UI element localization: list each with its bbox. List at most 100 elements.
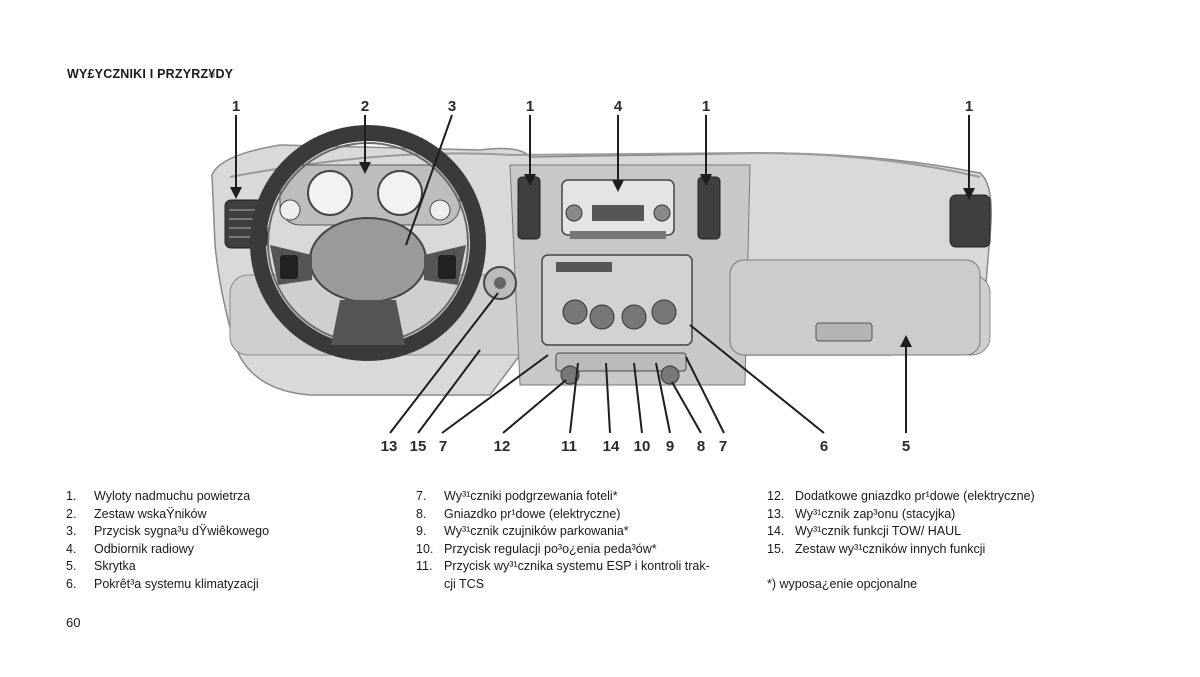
callout-arrowheads	[230, 162, 975, 347]
legend-item: 4. Odbiornik radiowy	[66, 541, 366, 559]
callout-10: 10	[634, 438, 651, 455]
steering-wheel	[250, 125, 486, 361]
legend-text: Wyloty nadmuchu powietrza	[94, 489, 251, 503]
callout-7-left: 7	[439, 438, 447, 455]
callout-1-center-left: 1	[526, 98, 534, 115]
callout-3: 3	[448, 98, 456, 115]
callout-12: 12	[494, 438, 511, 455]
gauge-small-right	[429, 199, 451, 221]
legend-text: Przycisk sygna³u dŸwiêkowego	[94, 524, 270, 539]
dashboard-top-edge	[229, 151, 981, 178]
wheel-buttons-left	[280, 255, 298, 279]
legend-item: 13. Wy³¹cznik zap³onu (stacyjka)	[767, 506, 1097, 524]
vent-right-center	[949, 194, 991, 248]
callout-14: 14	[603, 438, 620, 455]
legend-number: 15.	[767, 541, 785, 556]
gauge-speedometer	[307, 170, 353, 216]
legend-item: 14. Wy³¹cznik funkcji TOW/ HAUL	[767, 523, 1097, 541]
legend-item: 8. Gniazdko pr¹dowe (elektryczne)	[416, 506, 756, 524]
callout-2: 2	[361, 98, 369, 115]
legend-item: 10. Przycisk regulacji po³o¿enia peda³ów*	[416, 541, 756, 559]
legend-item: 2. Zestaw wskaŸników	[66, 506, 366, 524]
climate-knob-1	[562, 299, 588, 325]
legend-number: 10.	[416, 541, 434, 556]
legend-number: 2.	[66, 506, 77, 521]
vent-center-left	[517, 176, 541, 240]
legend-text: Skrytka	[94, 559, 136, 574]
radio-display	[592, 205, 644, 221]
legend-number: 6.	[66, 576, 77, 591]
legend-text: Zestaw wskaŸników	[94, 506, 207, 521]
climate-knob-4	[651, 299, 677, 325]
legend-number: 8.	[416, 506, 427, 521]
glovebox	[729, 259, 981, 356]
callout-6: 6	[820, 438, 828, 455]
legend-text: Przycisk wy³¹cznika systemu ESP i kontro…	[444, 559, 710, 574]
legend-number: 13.	[767, 506, 785, 521]
page-number: 60	[66, 615, 81, 630]
legend-text: Wy³¹czniki podgrzewania foteli*	[444, 489, 618, 503]
callout-4: 4	[614, 98, 623, 115]
ignition-key-slot	[494, 277, 506, 289]
callout-7-right: 7	[719, 438, 727, 455]
legend-item: 7. Wy³¹czniki podgrzewania foteli*	[416, 488, 756, 506]
legend-item: 3. Przycisk sygna³u dŸwiêkowego	[66, 523, 366, 541]
legend-text: Gniazdko pr¹dowe (elektryczne)	[444, 506, 621, 521]
callout-15: 15	[410, 438, 427, 455]
legend-text: Zestaw wy³¹czników innych funkcji	[795, 541, 986, 556]
legend-text: Wy³¹cznik funkcji TOW/ HAUL	[795, 524, 962, 539]
callout-1-right: 1	[965, 98, 973, 115]
legend-column-1: 1. Wyloty nadmuchu powietrza 2. Zestaw wsk…	[66, 488, 366, 594]
legend-item: 11. Przycisk wy³¹cznika systemu ESP i kon…	[416, 558, 756, 576]
legend-column-2: 7. Wy³¹czniki podgrzewania foteli* 8. Gnia…	[416, 488, 756, 594]
footnote: *) wyposa¿enie opcjonalne	[767, 576, 918, 591]
dashboard-drawing: 1 2 3 1 4 1 1 13 15 7 12 11 14 10 9 8 7 …	[211, 98, 992, 455]
legend-number: 3.	[66, 524, 77, 539]
legend-text: Pokrêt³a systemu klimatyzacji	[94, 576, 259, 591]
legend-item-continuation: cji TCS	[416, 576, 756, 594]
glovebox-handle	[815, 322, 873, 342]
callout-1-center-right: 1	[702, 98, 710, 115]
radio-buttons-row	[570, 231, 666, 239]
legend-number: 5.	[66, 559, 77, 574]
radio-knob-left	[565, 204, 583, 222]
legend-text: Dodatkowe gniazdko pr¹dowe (elektryczne)	[795, 489, 1035, 503]
legend-item: 1. Wyloty nadmuchu powietrza	[66, 488, 366, 506]
legend-text: Wy³¹cznik zap³onu (stacyjka)	[795, 506, 956, 521]
legend-item: 6. Pokrêt³a systemu klimatyzacji	[66, 576, 366, 594]
legend-text: Odbiornik radiowy	[94, 541, 195, 556]
legend-number: 1.	[66, 489, 77, 503]
legend-text: Przycisk regulacji po³o¿enia peda³ów*	[444, 541, 657, 556]
climate-knob-3	[621, 304, 647, 330]
switch-bank-top	[556, 262, 612, 272]
legend-number: 9.	[416, 524, 427, 539]
legend-text: cji TCS	[444, 576, 485, 591]
gauge-small-left	[279, 199, 301, 221]
gauge-tachometer	[377, 170, 423, 216]
legend-item: 5. Skrytka	[66, 558, 366, 576]
legend-number: 14.	[767, 524, 785, 539]
legend-number: 4.	[66, 541, 77, 556]
page-heading: WY£YCZNIKI I PRZYRZ¥DY	[67, 67, 234, 81]
callout-5: 5	[902, 438, 910, 455]
callout-11: 11	[561, 438, 577, 455]
dashboard-illustration: 1 2 3 1 4 1 1 13 15 7 12 11 14 10 9 8 7 …	[190, 95, 1020, 465]
wheel-buttons-right	[438, 255, 456, 279]
radio-knob-right	[653, 204, 671, 222]
legend-column-3: 12. Dodatkowe gniazdko pr¹dowe (elektrycz…	[767, 488, 1097, 594]
callout-1-left: 1	[232, 98, 240, 115]
callout-lines	[235, 114, 970, 434]
callout-9: 9	[666, 438, 674, 455]
legend-number: 7.	[416, 489, 427, 503]
wheel-spoke-bottom	[331, 300, 405, 345]
legend-number: 12.	[767, 489, 785, 503]
legend-item: 12. Dodatkowe gniazdko pr¹dowe (elektrycz…	[767, 488, 1097, 506]
legend-item: 15. Zestaw wy³¹czników innych funkcji	[767, 541, 1097, 559]
power-outlet-right	[660, 365, 680, 385]
switch-row-bottom	[555, 352, 687, 372]
legend-number: 11.	[416, 559, 433, 574]
horn-pad	[309, 217, 427, 303]
vent-center-right	[697, 176, 721, 240]
legend-text: Wy³¹cznik czujników parkowania*	[444, 524, 629, 539]
legend-item: 9. Wy³¹cznik czujników parkowania*	[416, 523, 756, 541]
